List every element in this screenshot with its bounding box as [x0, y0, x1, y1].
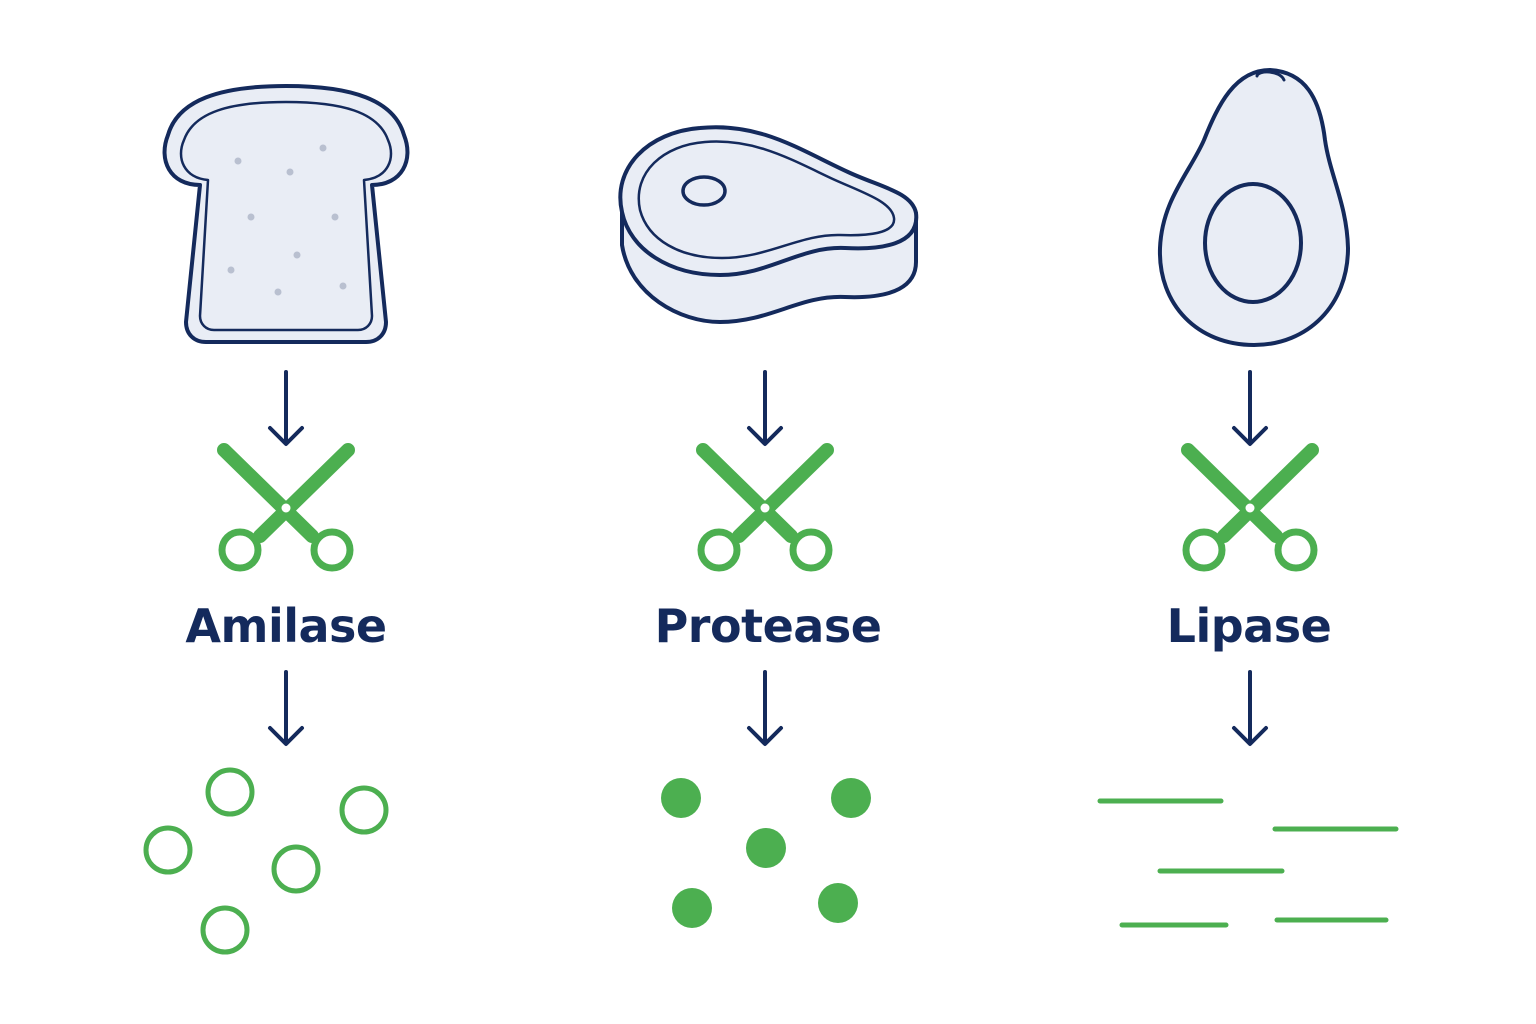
solid-dots-icon: [661, 778, 871, 928]
bread-icon: [162, 84, 410, 344]
scissors-icon: [222, 450, 350, 568]
arrow-down-icon: [747, 670, 783, 746]
enzyme-label-lipase: Lipase: [1166, 599, 1332, 653]
enzyme-label-amilase: Amilase: [185, 599, 387, 653]
arrow-down-icon: [268, 370, 304, 446]
hollow-circles-icon: [143, 767, 389, 955]
arrow-down-icon: [268, 670, 304, 746]
enzyme-label-protease: Protease: [654, 599, 882, 653]
arrow-down-icon: [1232, 670, 1268, 746]
line-segments-icon: [1097, 798, 1399, 928]
steak-icon: [618, 125, 919, 324]
arrow-down-icon: [1232, 370, 1268, 446]
scissors-icon: [1186, 450, 1314, 568]
avocado-icon: [1157, 68, 1350, 347]
arrow-down-icon: [747, 370, 783, 446]
scissors-icon: [701, 450, 829, 568]
